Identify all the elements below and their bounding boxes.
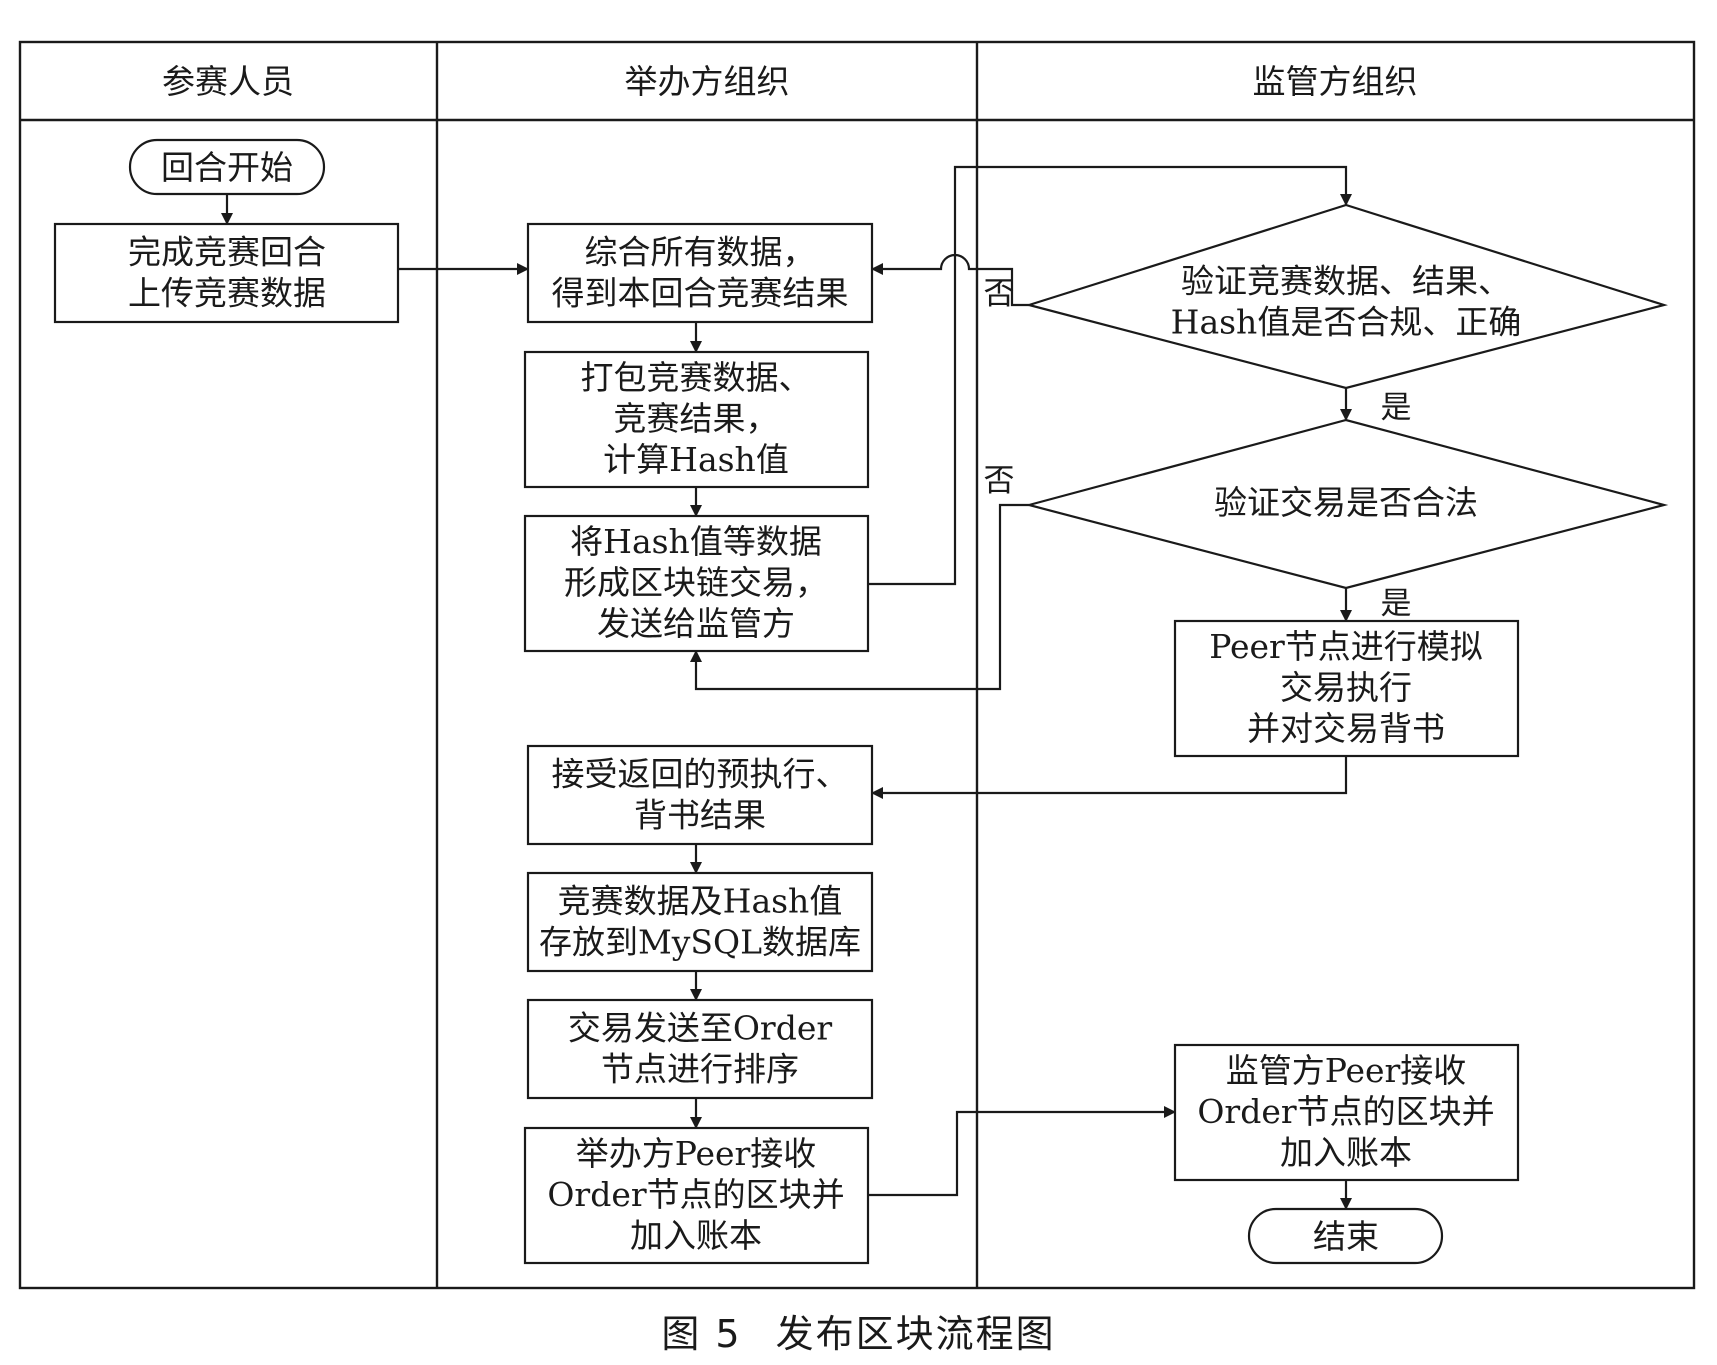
node-label-line: 发送给监管方 xyxy=(597,604,795,643)
node-label-line: 监管方Peer接收 xyxy=(1226,1051,1467,1090)
edge-label-verify-data-no: 否 xyxy=(984,276,1015,312)
node-label-line: Hash值是否合规、正确 xyxy=(1171,303,1522,342)
node-label-line: 结束 xyxy=(1313,1217,1379,1256)
node-label-line: 加入账本 xyxy=(630,1216,762,1255)
node-label-line: 打包竞赛数据、 xyxy=(581,358,812,397)
node-label-line: 综合所有数据， xyxy=(585,233,816,272)
node-label-line: 计算Hash值 xyxy=(603,440,789,479)
flowchart-diagram: 参赛人员 举办方组织 监管方组织 回合开始 完成竞赛回合上传竞赛数据 综合所有数… xyxy=(18,40,1696,1290)
figure-caption: 图 5 发布区块流程图 xyxy=(0,1303,1717,1356)
aggregate-label: 综合所有数据，得到本回合竞赛结果 xyxy=(552,233,849,313)
edge-label-verify-tx-no: 否 xyxy=(984,463,1015,499)
edge-label-verify-tx-yes: 是 xyxy=(1381,586,1412,622)
edge-host-peer-to-reg-peer xyxy=(868,1106,1176,1197)
node-label-line: 存放到MySQL数据库 xyxy=(539,923,861,962)
figure-title: 发布区块流程图 xyxy=(775,1312,1056,1356)
verify-tx-decision xyxy=(1024,418,1669,590)
node-label-line: 完成竞赛回合 xyxy=(128,233,326,272)
simulate-label: Peer节点进行模拟交易执行并对交易背书 xyxy=(1209,627,1483,748)
edge-label-verify-data-yes: 是 xyxy=(1381,390,1412,426)
node-label-line: 验证竞赛数据、结果、 xyxy=(1181,262,1511,301)
node-label-line: 节点进行排序 xyxy=(601,1050,799,1089)
node-label-line: Order节点的区块并 xyxy=(1197,1092,1494,1131)
package-node xyxy=(523,350,870,489)
node-label-line: Peer节点进行模拟 xyxy=(1209,627,1483,666)
edge-verify-data-no xyxy=(871,253,1029,307)
lane-header-organizer: 举办方组织 xyxy=(625,62,790,101)
lane-header-regulator: 监管方组织 xyxy=(1253,62,1418,101)
store-mysql-label: 竞赛数据及Hash值存放到MySQL数据库 xyxy=(539,882,861,962)
send-order-node xyxy=(526,998,874,1100)
start-node-label: 回合开始 xyxy=(161,148,293,187)
edge-verify-tx-no xyxy=(690,503,1029,691)
figure-number: 图 5 xyxy=(661,1312,742,1356)
node-label-line: 并对交易背书 xyxy=(1247,709,1445,748)
complete-round-label: 完成竞赛回合上传竞赛数据 xyxy=(128,233,326,313)
node-label-line: 竞赛结果， xyxy=(614,399,779,438)
package-label: 打包竞赛数据、竞赛结果，计算Hash值 xyxy=(581,358,812,479)
receive-endorse-label: 接受返回的预执行、背书结果 xyxy=(552,755,849,835)
node-label-line: 交易执行 xyxy=(1280,668,1412,707)
edge-simulate-to-receive xyxy=(871,756,1348,799)
verify-data-decision xyxy=(1025,203,1668,390)
node-label-line: 举办方Peer接收 xyxy=(576,1134,817,1173)
end-node-label: 结束 xyxy=(1313,1217,1379,1256)
receive-endorse-node xyxy=(526,744,874,846)
node-label-line: 得到本回合竞赛结果 xyxy=(552,274,849,313)
verify-data-label: 验证竞赛数据、结果、Hash值是否合规、正确 xyxy=(1171,262,1522,342)
reg-peer-node xyxy=(1173,1043,1520,1182)
node-label-line: 回合开始 xyxy=(161,148,293,187)
node-label-line: 形成区块链交易， xyxy=(564,563,828,602)
node-label-line: 接受返回的预执行、 xyxy=(552,755,849,794)
node-label-line: 上传竞赛数据 xyxy=(128,274,326,313)
verify-tx-label: 验证交易是否合法 xyxy=(1214,483,1478,522)
store-mysql-node xyxy=(526,871,874,973)
node-label-line: 验证交易是否合法 xyxy=(1214,483,1478,522)
node-label-line: 交易发送至Order xyxy=(568,1009,832,1048)
lane-header-participants: 参赛人员 xyxy=(162,62,294,101)
edge-form-tx-to-verify-data xyxy=(868,165,1352,586)
swimlane-frame xyxy=(18,40,1696,1290)
aggregate-node xyxy=(526,222,874,324)
node-label-line: 背书结果 xyxy=(634,796,766,835)
node-label-line: 将Hash值等数据 xyxy=(570,522,822,561)
node-label-line: 竞赛数据及Hash值 xyxy=(558,882,843,921)
form-tx-label: 将Hash值等数据形成区块链交易，发送给监管方 xyxy=(564,522,828,643)
node-label-line: 加入账本 xyxy=(1280,1133,1412,1172)
node-label-line: Order节点的区块并 xyxy=(547,1175,844,1214)
